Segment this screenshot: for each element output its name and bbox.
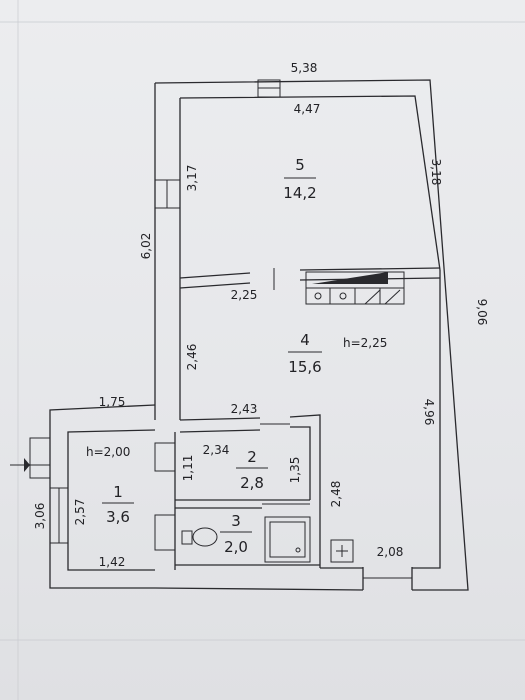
dim-room4-bottom: 2,08 bbox=[377, 545, 404, 559]
room-1-number: 1 bbox=[113, 483, 123, 501]
dim-room5-left: 3,17 bbox=[185, 165, 199, 192]
interior-walls bbox=[174, 414, 321, 570]
dim-room2-left: 1,11 bbox=[181, 455, 195, 482]
dim-annex-bottom: 1,42 bbox=[99, 555, 126, 569]
dim-top-outer: 5,38 bbox=[291, 61, 318, 75]
room-3-number: 3 bbox=[231, 512, 241, 530]
dimension-labels: 5,38 4,47 3,17 3,18 6,02 2,25 9,06 2,46 … bbox=[33, 61, 489, 569]
room-5-area: 14,2 bbox=[283, 184, 316, 202]
dim-partition: 2,25 bbox=[231, 288, 258, 302]
room-1-area: 3,6 bbox=[106, 508, 130, 526]
room-labels: 5 14,2 4 15,6 2 2,8 3 2,0 1 3,6 h=2,25 h… bbox=[86, 156, 387, 556]
room-4-area: 15,6 bbox=[288, 358, 321, 376]
room-2-area: 2,8 bbox=[240, 474, 264, 492]
dim-annex-top: 1,75 bbox=[99, 395, 126, 409]
room-2-number: 2 bbox=[247, 448, 257, 466]
height-main: h=2,25 bbox=[343, 336, 387, 350]
outer-walls bbox=[22, 79, 469, 591]
dim-hall-top: 2,43 bbox=[231, 402, 258, 416]
dim-room2-right: 1,35 bbox=[288, 457, 302, 484]
fixtures bbox=[10, 268, 405, 563]
dim-room4-left: 2,46 bbox=[185, 344, 199, 371]
height-annex: h=2,00 bbox=[86, 445, 130, 459]
dim-room2-top: 2,34 bbox=[203, 443, 230, 457]
dim-top-inner: 4,47 bbox=[294, 102, 321, 116]
dim-room4-lower: 2,48 bbox=[329, 481, 343, 508]
room-5-number: 5 bbox=[295, 156, 305, 174]
dim-annex-left-outer: 3,06 bbox=[33, 503, 47, 530]
dim-annex-left-inner: 2,57 bbox=[73, 499, 87, 526]
dim-right-outer: 9,06 bbox=[475, 299, 489, 326]
room-3-area: 2,0 bbox=[224, 538, 248, 556]
dim-room4-right: 4,96 bbox=[422, 399, 436, 426]
room-4-number: 4 bbox=[300, 331, 310, 349]
dim-room5-right: 3,18 bbox=[429, 159, 443, 186]
dim-left-outer: 6,02 bbox=[139, 233, 153, 260]
